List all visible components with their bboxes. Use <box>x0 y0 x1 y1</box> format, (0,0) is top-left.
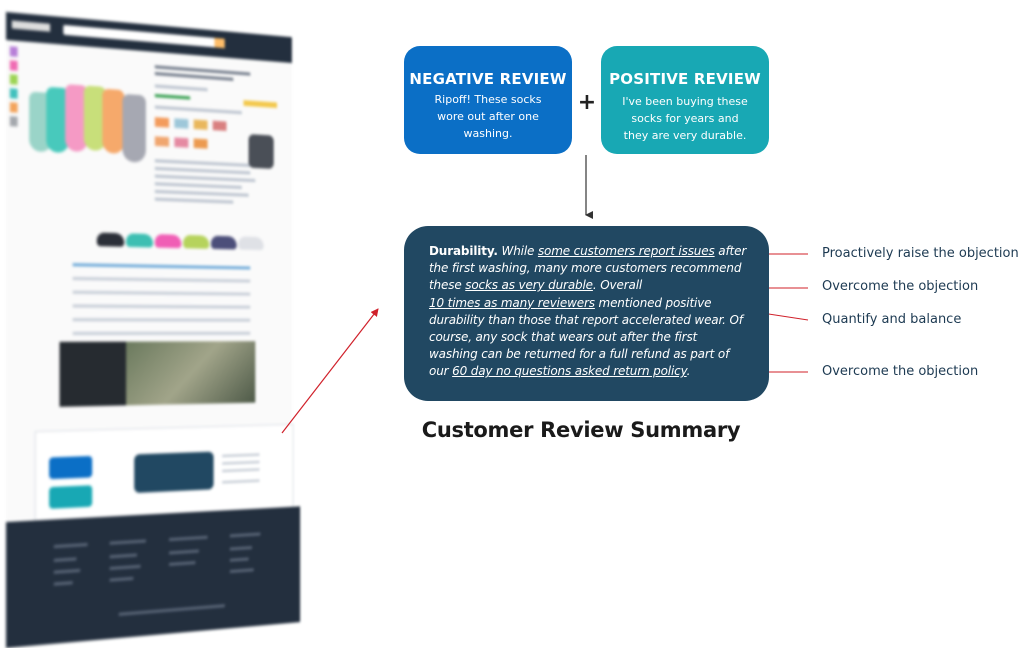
mockup-search-bar <box>63 24 217 48</box>
summary-text-2: after the first washing, many more custo… <box>429 244 747 293</box>
mockup-thumbnails <box>9 46 20 136</box>
annotation-overcome-objection-2: Overcome the objection <box>822 364 979 379</box>
negative-review-box: NEGATIVE REVIEW Ripoff! These socks wore… <box>404 46 572 154</box>
plus-sign: + <box>577 90 597 115</box>
summary-highlight-quantity: 10 times as many reviewers <box>429 295 595 310</box>
mockup-logo <box>11 20 51 32</box>
summary-highlight-durable: socks as very durable <box>465 278 593 293</box>
summary-text-1: While <box>497 244 538 258</box>
mockup-to-summary-arrow <box>281 308 379 434</box>
product-page-mockup <box>6 12 301 648</box>
positive-review-title: POSITIVE REVIEW <box>609 70 761 88</box>
negative-review-title: NEGATIVE REVIEW <box>409 70 567 88</box>
summary-highlight-return-policy: 60 day no questions asked return policy <box>452 364 687 379</box>
summary-text-4: mentioned positive durability than those… <box>429 295 743 379</box>
positive-review-box: POSITIVE REVIEW I've been buying these s… <box>601 46 769 154</box>
mockup-product-image <box>25 51 151 195</box>
mockup-buy-box <box>243 89 282 203</box>
annotation-overcome-objection-1: Overcome the objection <box>822 279 979 294</box>
annotation-raise-objection: Proactively raise the objection <box>822 246 1019 261</box>
summary-highlight-issues: some customers report issues <box>537 244 715 258</box>
mockup-color-swatches <box>96 232 264 256</box>
summary-text-5: . <box>686 364 691 379</box>
summary-text-3: . Overall <box>592 278 643 293</box>
annotation-quantify-balance: Quantify and balance <box>822 312 962 327</box>
mockup-brand-banner <box>59 341 256 407</box>
mockup-footer <box>6 506 301 648</box>
negative-review-text: Ripoff! These socks wore out after one w… <box>434 93 542 140</box>
summary-paragraph: Durability. While some customers report … <box>429 243 749 381</box>
mockup-comparison-table <box>35 263 259 352</box>
review-summary-box: Durability. While some customers report … <box>404 226 769 401</box>
summary-caption: Customer Review Summary <box>421 418 741 442</box>
mockup-search-icon <box>214 37 225 49</box>
positive-review-text: I've been buying these socks for years a… <box>622 95 748 142</box>
summary-heading: Durability. <box>429 244 498 258</box>
